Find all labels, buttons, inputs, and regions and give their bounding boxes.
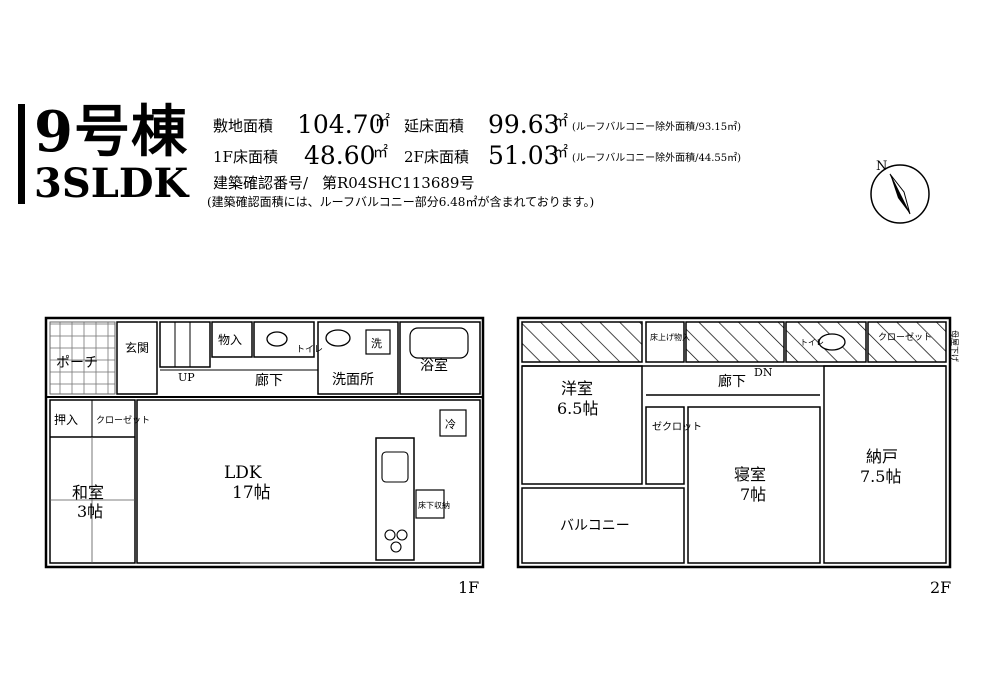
floor1-outer-wall: [44, 316, 485, 569]
bath-label: 浴室: [420, 357, 448, 374]
floor1-labels: ポーチ 玄関 物入 UP トイレ 洗 廊下 洗面所 浴室 押入 クローゼット 冷…: [54, 333, 479, 597]
stairs-1f: [159, 321, 211, 368]
floor1-label: 1F: [458, 578, 479, 597]
wic-label: ゼクロット: [652, 421, 702, 433]
storage-label: 物入: [218, 333, 242, 347]
underfloor-storage: [415, 489, 445, 519]
floor2-area-note: (ルーフバルコニー除外面積/44.55㎡): [572, 153, 741, 164]
bedroom-size: 7帖: [740, 485, 766, 504]
roof-balcony-hatch: [521, 321, 643, 363]
floor1-plan: [44, 316, 485, 569]
floor2-outer-wall: [516, 316, 952, 569]
site-area-value: 104.70: [297, 110, 385, 139]
floor2-area-unit: ㎡: [553, 143, 569, 161]
hallway-2f-label: 廊下: [718, 373, 746, 390]
fridge-label: 冷: [445, 418, 456, 431]
floor2-labels: 床上げ物入 トイレ クローゼット 母屋下げ 洋室 6.5帖 廊下 DN ゼクロッ…: [557, 330, 959, 597]
floor2-area-label: 2F床面積: [404, 148, 469, 166]
washitsu-size: 3帖: [77, 502, 103, 521]
porch-label: ポーチ: [56, 355, 98, 371]
floor2-area-value: 51.03: [488, 141, 560, 170]
closet-2f-label: クローゼット: [878, 331, 932, 343]
bath-area: [399, 321, 481, 395]
sink-icon: [325, 329, 351, 347]
toilet-icon: [266, 331, 288, 347]
balcony-label: バルコニー: [560, 518, 630, 534]
kitchen-sink-icon: [381, 451, 409, 483]
hallway-label: 廊下: [255, 372, 283, 389]
kitchen-counter: [375, 437, 415, 561]
oshiire-label: 押入: [54, 413, 78, 427]
washroom-area: [317, 321, 399, 395]
stove-icon: [384, 529, 396, 541]
total-area-value: 99.63: [488, 110, 560, 139]
toilet-1f: [253, 321, 315, 358]
bedroom: [687, 406, 821, 564]
floor1-area-label: 1F床面積: [213, 148, 278, 166]
building-title: 9号棟: [34, 99, 188, 165]
ldk-size: 17帖: [232, 483, 271, 503]
plan-type: 3SLDK: [34, 160, 189, 207]
nando: [823, 365, 947, 564]
washer-icon: [365, 329, 391, 355]
compass-icon: N: [870, 159, 930, 224]
porch-tile: [49, 321, 116, 395]
total-area-label: 延床面積: [404, 117, 465, 135]
stove-icon: [390, 541, 402, 553]
ldk-area: [136, 399, 481, 564]
ldk-name: LDK: [224, 463, 262, 483]
floor1-area-value: 48.60: [304, 141, 376, 170]
total-area-unit: ㎡: [553, 112, 569, 130]
western-room: [521, 365, 643, 485]
washer-label: 洗: [371, 337, 382, 350]
up-label: UP: [178, 371, 195, 384]
site-area-label: 敷地面積: [213, 117, 274, 135]
entrance-area: [116, 321, 158, 395]
bedroom-name: 寝室: [734, 465, 766, 484]
toilet-label: トイレ: [296, 345, 323, 355]
underfloor-label: 床下収納: [418, 500, 450, 510]
total-area-note: (ルーフバルコニー除外面積/93.15㎡): [572, 122, 741, 133]
site-area-unit: ㎡: [375, 112, 391, 130]
bathtub-icon: [409, 327, 469, 359]
stove-icon: [396, 529, 408, 541]
toilet-icon: [818, 333, 846, 351]
permit-label: 建築確認番号/: [213, 174, 309, 192]
title-bar: [18, 104, 25, 204]
dn-label: DN: [754, 366, 773, 379]
western-size: 6.5帖: [557, 399, 598, 418]
permit-number: 第R04SHC113689号: [322, 174, 475, 192]
entrance-label: 玄関: [125, 340, 149, 355]
toilet-2f-label: トイレ: [800, 338, 824, 347]
stairs-2f: [685, 321, 785, 363]
loft-label: 母屋下げ: [950, 330, 959, 362]
storage-2f-label: 床上げ物入: [650, 332, 690, 342]
storage-2f: [645, 321, 685, 363]
storage-1f: [211, 321, 253, 358]
permit-note: (建築確認面積には、ルーフバルコニー部分6.48㎡が含まれております。): [207, 195, 595, 209]
closet-2f: [867, 321, 947, 363]
nando-name: 納戸: [866, 447, 898, 466]
compass-label: N: [876, 159, 887, 174]
washroom-label: 洗面所: [332, 372, 374, 388]
washitsu-name: 和室: [72, 483, 104, 502]
closet-label: クローゼット: [96, 414, 150, 426]
wic: [645, 406, 685, 485]
balcony: [521, 487, 685, 564]
floor1-area-unit: ㎡: [373, 143, 389, 161]
fridge-icon: [439, 409, 467, 437]
floor2-label: 2F: [930, 578, 951, 597]
nando-size: 7.5帖: [860, 467, 901, 486]
floor2-plan: [516, 316, 952, 569]
western-name: 洋室: [561, 379, 593, 398]
